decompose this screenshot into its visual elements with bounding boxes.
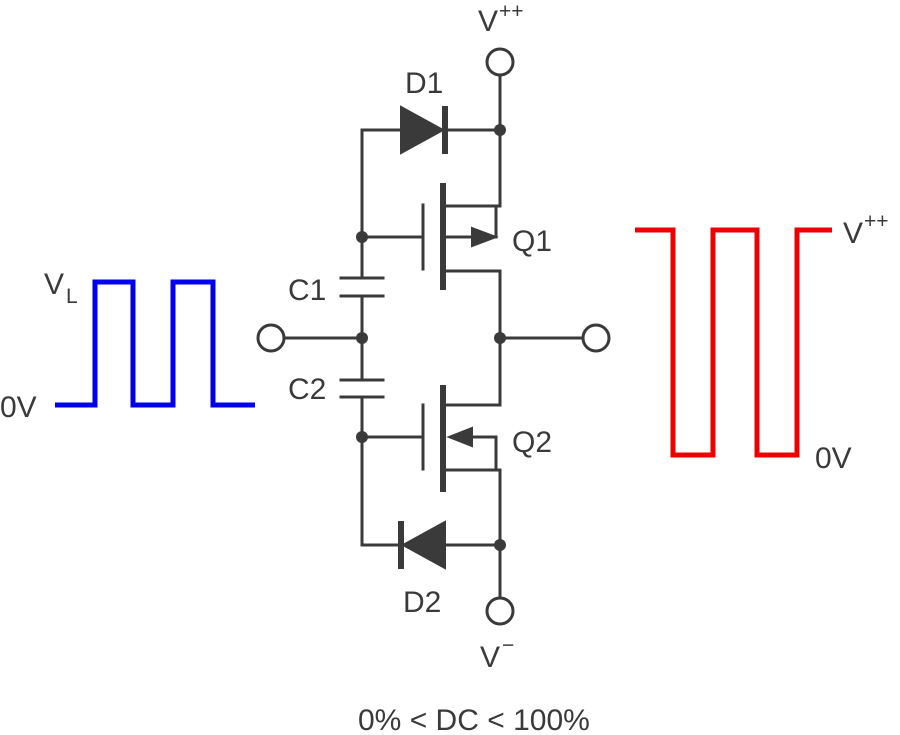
junction-dots xyxy=(356,124,506,551)
input-square-wave xyxy=(55,279,255,408)
label-output-high: V xyxy=(843,217,863,250)
capacitor-c2 xyxy=(339,378,385,399)
terminal-vminus xyxy=(485,596,515,626)
label-c2: C2 xyxy=(288,373,326,406)
transistor-q2 xyxy=(421,385,502,492)
label-vpp-top: V xyxy=(478,5,498,38)
label-output-high-sup: ++ xyxy=(864,210,889,233)
label-duty-cycle: 0% < DC < 100% xyxy=(358,704,590,735)
label-c1: C1 xyxy=(288,274,326,307)
label-vpp-top-sup: ++ xyxy=(499,0,524,23)
label-q2: Q2 xyxy=(512,426,552,459)
label-d2: D2 xyxy=(403,586,441,619)
diode-d1 xyxy=(400,105,448,155)
label-output-low: 0V xyxy=(815,442,852,475)
label-vminus-sup: − xyxy=(502,634,514,657)
label-input-low: 0V xyxy=(0,391,37,424)
label-vminus: V xyxy=(480,641,500,674)
wires xyxy=(283,73,584,600)
label-input-high-sub: L xyxy=(66,285,78,308)
terminal-input xyxy=(256,323,286,353)
terminal-output xyxy=(581,323,611,353)
transistor-q1 xyxy=(421,183,502,290)
label-d1: D1 xyxy=(405,67,443,100)
label-input-high: V xyxy=(44,268,64,301)
terminal-vpp xyxy=(485,47,515,77)
label-q1: Q1 xyxy=(512,225,552,258)
capacitor-c1 xyxy=(339,276,385,298)
diode-d2 xyxy=(398,520,446,570)
output-square-wave xyxy=(635,227,832,458)
